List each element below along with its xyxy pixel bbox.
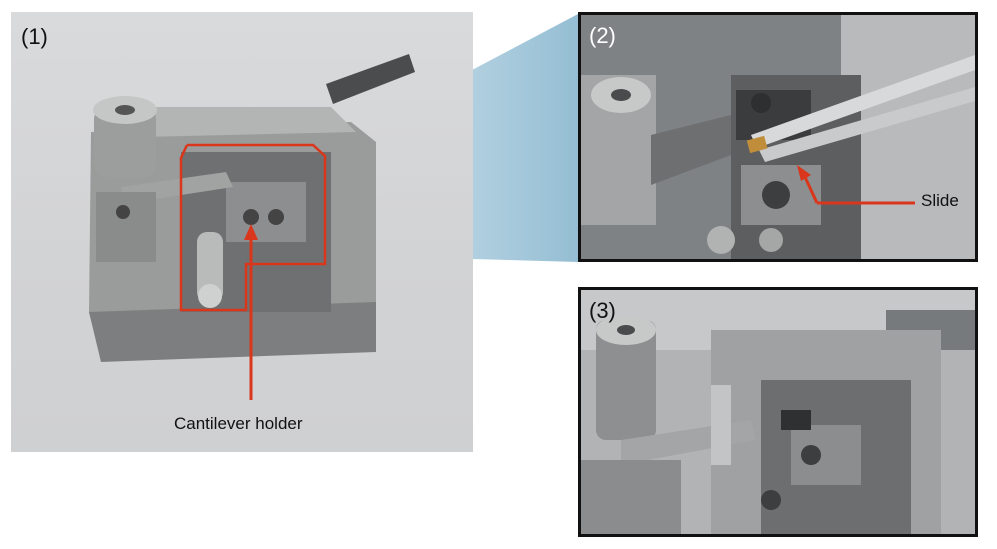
cantilever-holder-outline (179, 143, 327, 312)
holder-closeup-illustration (581, 290, 975, 534)
slide-label: Slide (921, 191, 959, 210)
panel-2-label: (2) (589, 23, 616, 48)
slide-closeup-illustration (581, 15, 975, 259)
cantilever-holder-label: Cantilever holder (174, 414, 303, 433)
device-overview-illustration (89, 54, 415, 400)
panel-3-photo: (3) (578, 287, 978, 537)
panel-2-photo: (2) Slide (578, 12, 978, 262)
panel-1-photo: (1) Cantilever holder (11, 12, 473, 452)
panel-3-label: (3) (589, 298, 616, 323)
panel-1-label: (1) (21, 24, 48, 49)
